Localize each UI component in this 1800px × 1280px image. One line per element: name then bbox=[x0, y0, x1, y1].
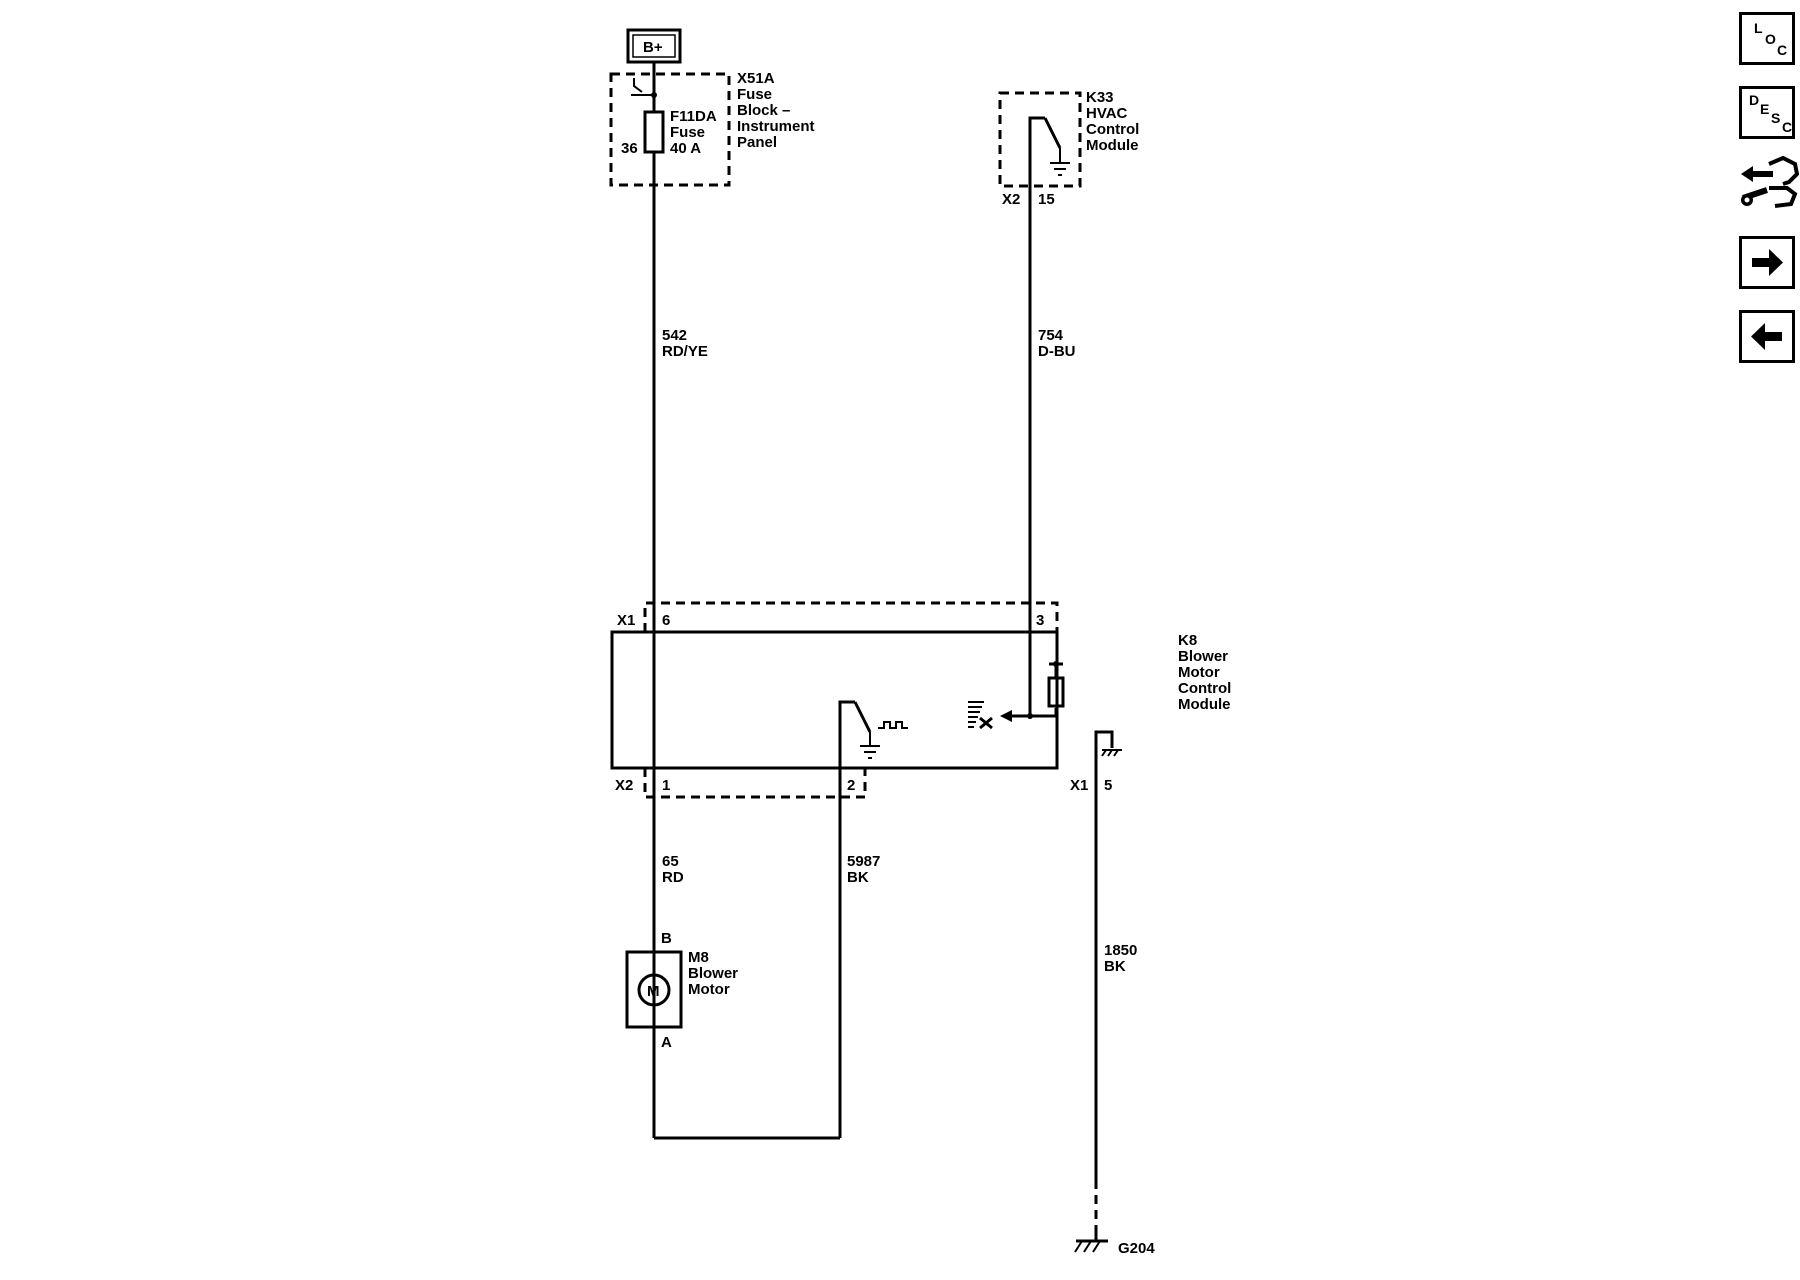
fuse-name: Fuse bbox=[670, 124, 705, 141]
k8-ref: K8 bbox=[1178, 632, 1197, 649]
hvac-name-3: Module bbox=[1086, 137, 1139, 154]
k8-connector-bottom-right: X1 bbox=[1070, 777, 1088, 794]
motor-name-1: Blower bbox=[688, 965, 738, 982]
arrow-right-icon bbox=[1752, 249, 1783, 276]
description-button[interactable]: D E S C bbox=[1739, 86, 1795, 139]
service-info-button[interactable] bbox=[1739, 154, 1800, 218]
wrench-hand-icon bbox=[1741, 155, 1800, 208]
motor-pin-a: A bbox=[661, 1034, 672, 1051]
fuse-block-ref: X51A bbox=[737, 70, 775, 87]
fuse-block-name-4: Panel bbox=[737, 134, 777, 151]
ground-label: G204 bbox=[1118, 1240, 1155, 1257]
hvac-control-module-k33: K33 HVAC Control Module X2 15 bbox=[998, 89, 1139, 208]
fuse-ref: F11DA bbox=[670, 108, 717, 125]
loc-letter-o: O bbox=[1765, 31, 1776, 47]
k8-connector-top: X1 bbox=[617, 612, 635, 629]
fuse-block-x51a: X51A Fuse Block – Instrument Panel 36 F1… bbox=[609, 62, 815, 187]
k8-name-2: Motor bbox=[1178, 664, 1220, 681]
motor-icon bbox=[637, 973, 671, 1007]
wire-65-color: RD bbox=[662, 869, 684, 886]
motor-symbol: M bbox=[647, 983, 660, 1000]
motor-ref: M8 bbox=[688, 949, 709, 966]
hvac-connector: X2 bbox=[1002, 191, 1020, 208]
chassis-ground-icon bbox=[1094, 730, 1122, 852]
wire-754-color: D-BU bbox=[1038, 343, 1076, 360]
fuse-block-name-1: Fuse bbox=[737, 86, 772, 103]
desc-letter-s: S bbox=[1771, 110, 1781, 126]
power-source-label: B+ bbox=[643, 39, 663, 56]
fuse-block-name-3: Instrument bbox=[737, 118, 815, 135]
loc-letter-c: C bbox=[1777, 42, 1788, 58]
desc-letter-e: E bbox=[1760, 101, 1770, 117]
ground-g204: G204 bbox=[1074, 1232, 1155, 1257]
motor-name-2: Motor bbox=[688, 981, 730, 998]
fan-icon bbox=[968, 701, 993, 730]
pwm-driver-switch-icon bbox=[838, 700, 908, 1138]
hvac-name-2: Control bbox=[1086, 121, 1139, 138]
k8-pin-1: 1 bbox=[662, 777, 670, 794]
fuse-rating: 40 A bbox=[670, 140, 701, 157]
k8-connector-bottom-left: X2 bbox=[615, 777, 633, 794]
fuse-block-name-2: Block – bbox=[737, 102, 790, 119]
k8-pin-2: 2 bbox=[847, 777, 855, 794]
loc-letter-l: L bbox=[1754, 20, 1763, 36]
hvac-switch-icon bbox=[1043, 117, 1062, 149]
wire-5987-color: BK bbox=[847, 869, 869, 886]
k8-name-4: Module bbox=[1178, 696, 1231, 713]
hvac-pin: 15 bbox=[1038, 191, 1055, 208]
wire-754-circuit: 754 bbox=[1038, 327, 1064, 344]
k8-pin-5: 5 bbox=[1104, 777, 1112, 794]
location-button[interactable]: L O C bbox=[1739, 12, 1795, 65]
arrow-left-icon bbox=[1751, 323, 1782, 350]
hvac-ref: K33 bbox=[1086, 89, 1114, 106]
blower-motor-control-module-k8: K8 Blower Motor Control Module X1 6 3 X2… bbox=[610, 601, 1231, 1138]
wire-65-circuit: 65 bbox=[662, 853, 679, 870]
desc-letter-d: D bbox=[1749, 92, 1760, 108]
next-button[interactable] bbox=[1739, 236, 1795, 289]
hvac-name-1: HVAC bbox=[1086, 105, 1128, 122]
fuse-block-pin: 36 bbox=[621, 140, 638, 157]
wire-5987-circuit: 5987 bbox=[847, 853, 880, 870]
blower-motor-m8: M B A M8 Blower Motor bbox=[625, 930, 738, 1051]
k8-pin-6: 6 bbox=[662, 612, 670, 629]
k8-name-1: Blower bbox=[1178, 648, 1228, 665]
battery-positive-source: B+ bbox=[626, 28, 682, 64]
wire-1850-circuit: 1850 bbox=[1104, 942, 1137, 959]
k8-pin-3: 3 bbox=[1036, 612, 1044, 629]
wire-542-color: RD/YE bbox=[662, 343, 708, 360]
desc-letter-c: C bbox=[1782, 119, 1793, 135]
k8-name-3: Control bbox=[1178, 680, 1231, 697]
wire-1850-color: BK bbox=[1104, 958, 1126, 975]
previous-button[interactable] bbox=[1739, 310, 1795, 363]
motor-pin-b: B bbox=[661, 930, 672, 947]
ground-icon bbox=[1050, 162, 1070, 176]
fan-speed-input-icon bbox=[968, 661, 1065, 730]
wire-542-circuit: 542 bbox=[662, 327, 687, 344]
